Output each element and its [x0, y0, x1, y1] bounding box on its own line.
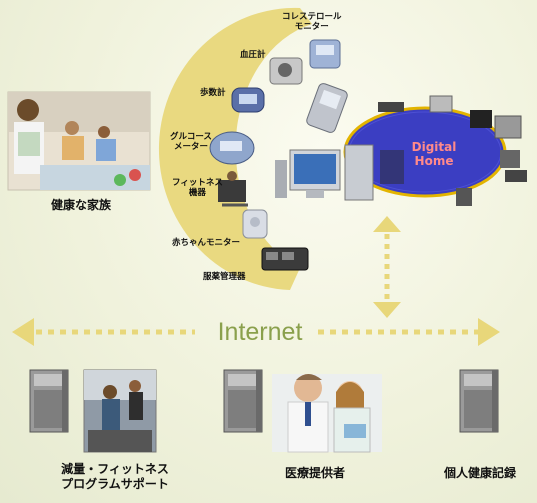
baby-monitor-label: 赤ちゃんモニター — [172, 238, 241, 248]
personal-health-record-label: 個人健康記録 — [443, 466, 516, 480]
medical-provider-label: 医療提供者 — [284, 466, 345, 480]
medication-manager-icon — [261, 247, 309, 271]
internet-arrow — [12, 318, 500, 346]
fitness-equipment-label: フィットネス 機器 — [172, 178, 223, 198]
medication-manager-label: 服薬管理器 — [203, 272, 246, 282]
family-label: 健康な家族 — [50, 198, 111, 212]
vertical-arrow — [373, 216, 401, 318]
pedometer-icon — [231, 87, 265, 113]
cell-phone-icon — [306, 83, 348, 133]
pedometer-label: 歩数計 — [200, 88, 226, 98]
cholesterol-monitor-icon — [309, 39, 341, 69]
family-photo — [7, 91, 151, 191]
cholesterol-monitor-label: コレステロール モニター — [282, 12, 342, 32]
blood-pressure-label: 血圧計 — [240, 50, 266, 60]
glucose-meter-icon — [209, 131, 255, 165]
desktop-computer-icon — [275, 144, 374, 201]
server-right-icon — [459, 369, 499, 433]
glucose-meter-label: グルコース メーター — [170, 132, 212, 152]
server-left-icon — [29, 369, 69, 433]
internet-label: Internet — [217, 318, 303, 346]
fitness-photo — [83, 369, 157, 453]
home-electronics-icons — [378, 95, 527, 206]
fitness-support-label: 減量・フィットネス プログラムサポート — [61, 462, 169, 491]
baby-monitor-icon — [242, 209, 268, 239]
medical-providers-photo — [272, 374, 382, 453]
blood-pressure-monitor-icon — [269, 57, 303, 85]
server-center-icon — [223, 369, 263, 433]
fitness-equipment-icon — [218, 171, 248, 207]
digital-home-label: Digital Home — [411, 140, 457, 168]
